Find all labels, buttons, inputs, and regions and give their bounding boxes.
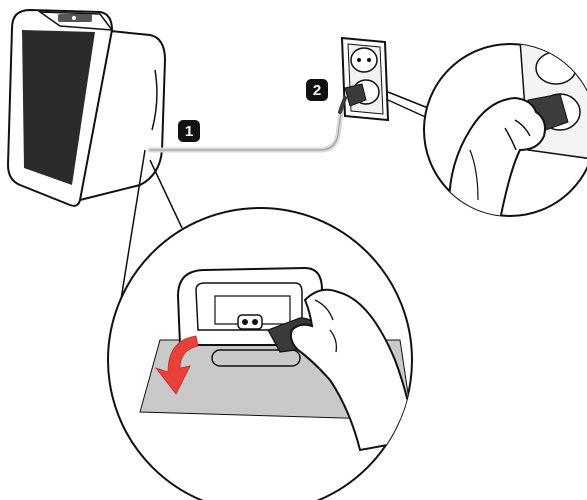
wall-outlet-icon xyxy=(342,38,388,120)
step-2-badge: 2 xyxy=(306,79,328,101)
step-2-number: 2 xyxy=(313,82,321,99)
step-1-badge: 1 xyxy=(178,120,200,142)
outlet-zoom-detail xyxy=(424,40,587,220)
step-1-number: 1 xyxy=(185,123,193,140)
speaker-port-zoom-detail xyxy=(108,208,415,500)
